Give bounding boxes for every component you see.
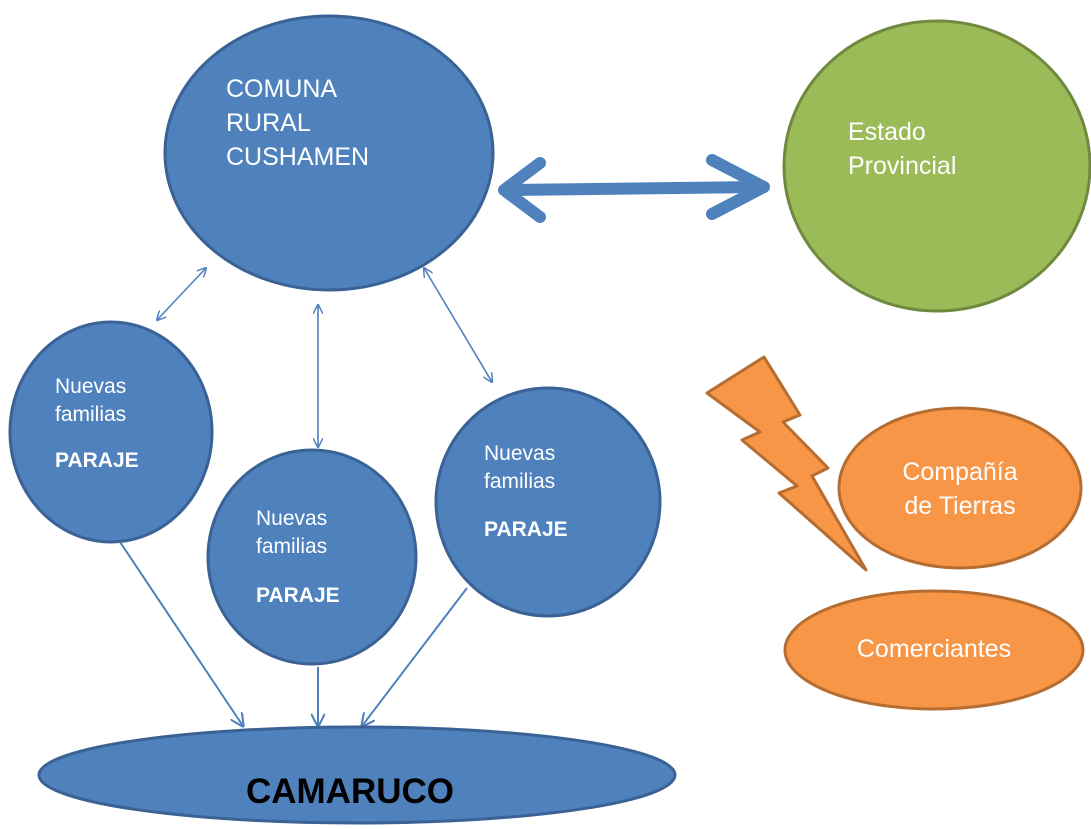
paraje-center-tag: PARAJE <box>256 584 340 607</box>
paraje-left-line-1: Nuevas <box>55 375 127 398</box>
comuna-label: COMUNA RURAL CUSHAMEN <box>226 72 369 174</box>
paraje-right-line-2: familias <box>484 470 556 493</box>
comuna-label-line-3: CUSHAMEN <box>226 143 370 171</box>
paraje-center-line-1: Nuevas <box>256 507 328 530</box>
paraje-right-label: Nuevas familias PARAJE <box>484 440 568 544</box>
comuna-paraje-right-arrow <box>424 268 492 382</box>
compania-node <box>837 406 1083 570</box>
paraje-left-line-2: familias <box>55 403 127 426</box>
estado-label-line-2: Provincial <box>848 152 957 180</box>
comuna-node <box>163 14 495 292</box>
paraje-center-node <box>206 448 418 666</box>
paraje-center-label: Nuevas familias PARAJE <box>256 505 340 610</box>
compania-line-2: de Tierras <box>904 492 1016 520</box>
comuna-label-line-2: RURAL <box>226 109 311 137</box>
comuna-label-line-1: COMUNA <box>226 75 338 103</box>
paraje-left-label: Nuevas familias PARAJE <box>55 373 139 475</box>
paraje-right-camaruco-arrow <box>362 587 468 726</box>
compania-line-1: Compañía <box>902 458 1018 486</box>
paraje-right-tag: PARAJE <box>484 518 568 541</box>
estado-label: Estado Provincial <box>848 115 956 183</box>
camaruco-node <box>37 725 677 825</box>
paraje-right-line-1: Nuevas <box>484 442 556 465</box>
estado-label-line-1: Estado <box>848 118 926 146</box>
comerciantes-node <box>783 589 1085 711</box>
paraje-left-camaruco-arrow <box>119 541 243 726</box>
paraje-center-line-2: familias <box>256 535 328 558</box>
paraje-right-node <box>434 386 662 618</box>
comuna-estado-double-arrow <box>498 154 770 223</box>
comerciantes-label: Comerciantes <box>856 635 1012 663</box>
compania-label: Compañía de Tierras <box>860 455 1060 523</box>
estado-node <box>782 19 1091 313</box>
comuna-paraje-left-arrow <box>157 268 206 320</box>
lightning-icon <box>705 355 868 572</box>
paraje-left-tag: PARAJE <box>55 449 139 472</box>
paraje-left-node <box>8 320 214 544</box>
camaruco-label: CAMARUCO <box>245 772 455 811</box>
